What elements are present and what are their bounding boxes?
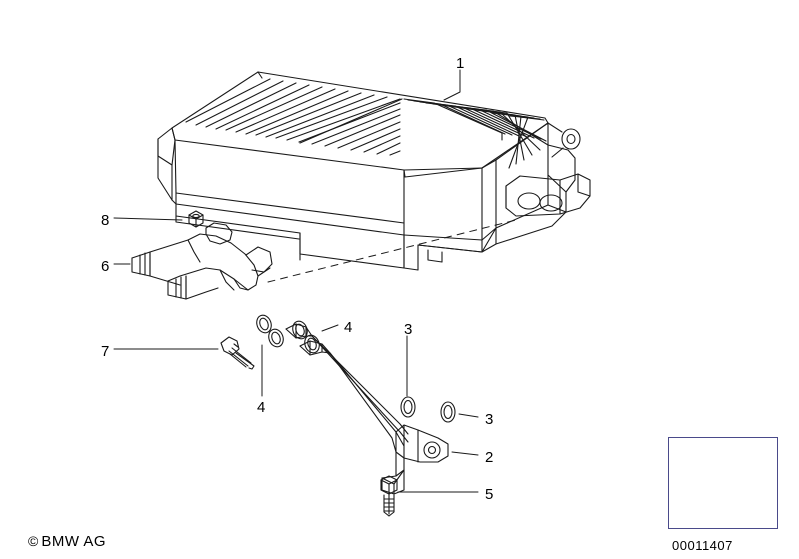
callout-7: 7 — [101, 343, 110, 360]
callout-3-top: 3 — [404, 321, 413, 338]
heater-core-body — [157, 71, 591, 271]
o-rings-4 — [256, 314, 320, 354]
part-number-label: 00011407 — [672, 538, 733, 553]
assembly-dashed-line — [267, 218, 521, 283]
callout-2: 2 — [485, 449, 494, 466]
callout-6: 6 — [101, 258, 110, 275]
callout-4-bottom: 4 — [257, 399, 266, 416]
callout-5: 5 — [485, 486, 494, 503]
pipe-pair-bracket — [285, 323, 449, 495]
o-rings-3 — [400, 396, 456, 423]
bolt-5 — [380, 475, 398, 517]
nut-8 — [188, 210, 204, 228]
screw-7 — [220, 336, 255, 370]
callout-8: 8 — [101, 212, 110, 229]
callout-4-top: 4 — [344, 319, 353, 336]
callout-1: 1 — [456, 55, 465, 72]
callout-3-right: 3 — [485, 411, 494, 428]
leader-lines — [113, 69, 479, 493]
copyright-text: BMW AG — [41, 533, 106, 550]
copyright-notice: ©BMW AG — [28, 533, 106, 550]
copyright-symbol: © — [28, 533, 39, 549]
vehicle-thumbnail-box — [668, 437, 778, 529]
double-pipe-connector — [131, 222, 273, 300]
